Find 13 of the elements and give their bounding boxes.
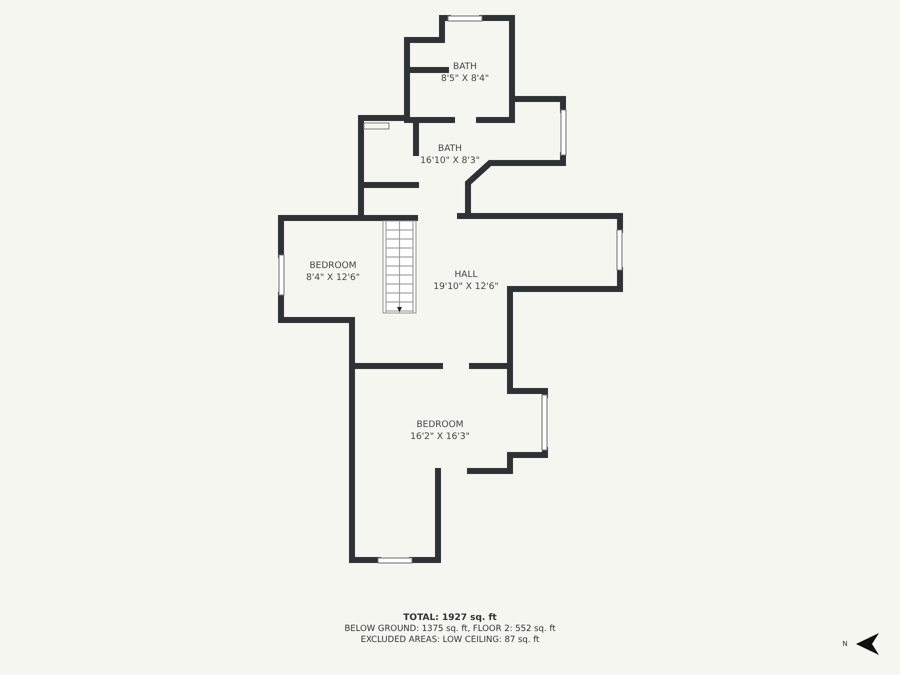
room-dimensions: 19'10" X 12'6"	[433, 281, 499, 293]
room-name: BATH	[437, 143, 463, 155]
room-name: BEDROOM	[308, 260, 358, 272]
area-note: EXCLUDED AREAS: LOW CEILING: 87 sq. ft	[360, 635, 540, 646]
room-name: BATH	[452, 61, 478, 73]
room-name: BEDROOM	[416, 419, 464, 431]
area-total: TOTAL: 1927 sq. ft	[403, 613, 497, 624]
room-dimensions: 16'2" X 16'3"	[410, 431, 470, 443]
room-name: HALL	[454, 269, 478, 281]
room-dimensions: 16'10" X 8'3"	[420, 155, 480, 167]
room-dimensions: 8'4" X 12'6"	[306, 272, 360, 284]
room-dimensions: 8'5" X 8'4"	[440, 73, 490, 85]
area-note: BELOW GROUND: 1375 sq. ft, FLOOR 2: 552 sq. ft	[344, 624, 556, 635]
